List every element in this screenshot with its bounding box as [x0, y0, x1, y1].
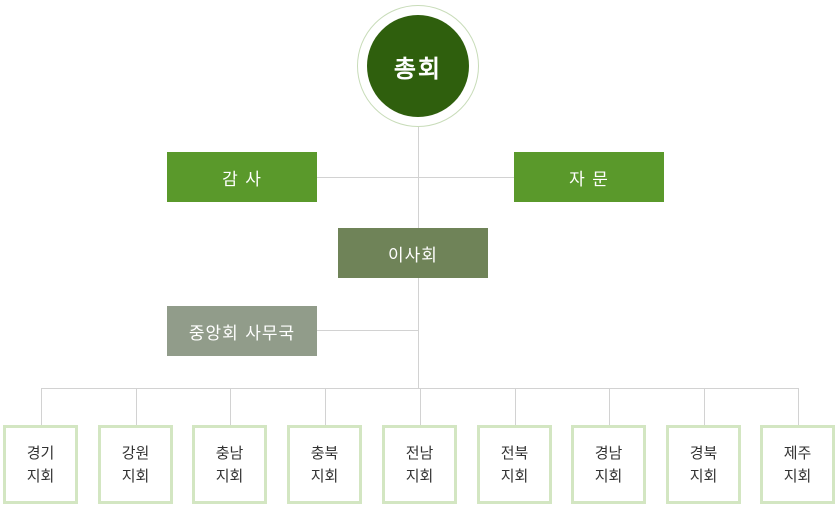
audit-node: 감 사	[167, 152, 317, 202]
branch-node-jeonbuk: 전북 지회	[477, 425, 552, 504]
branch-drop-line	[609, 388, 610, 425]
branch-unit: 지회	[689, 466, 718, 485]
branch-drop-line	[515, 388, 516, 425]
branch-drop-line	[704, 388, 705, 425]
general-assembly-label: 총회	[393, 54, 443, 83]
branch-region: 강원	[121, 443, 150, 462]
branch-node-jeonnam: 전남 지회	[382, 425, 457, 504]
office-connector	[317, 330, 418, 331]
branch-drop-line	[136, 388, 137, 425]
branch-node-gangwon: 강원 지회	[98, 425, 173, 504]
branch-node-gyeongbuk: 경북 지회	[666, 425, 741, 504]
branch-unit: 지회	[405, 466, 434, 485]
branch-unit: 지회	[121, 466, 150, 485]
branch-drop-line	[41, 388, 42, 425]
branch-unit: 지회	[215, 466, 244, 485]
branch-unit: 지회	[26, 466, 55, 485]
general-assembly-node: 총회	[367, 15, 469, 117]
advisory-node: 자 문	[514, 152, 664, 202]
branch-unit: 지회	[500, 466, 529, 485]
board-label: 이사회	[388, 245, 438, 266]
branch-drop-line	[798, 388, 799, 425]
branch-unit: 지회	[783, 466, 812, 485]
branch-region: 경기	[26, 443, 55, 462]
branch-drop-line	[325, 388, 326, 425]
branch-region: 경북	[689, 443, 718, 462]
general-assembly-ring	[357, 5, 479, 127]
branch-drop-line	[420, 388, 421, 425]
branch-node-jeju: 제주 지회	[760, 425, 835, 504]
central-office-label: 중앙회 사무국	[188, 323, 296, 344]
branch-drop-line	[230, 388, 231, 425]
branch-region: 전남	[405, 443, 434, 462]
audit-label: 감 사	[222, 169, 262, 190]
board-node: 이사회	[338, 228, 488, 278]
branch-node-chungbuk: 충북 지회	[287, 425, 362, 504]
central-office-node: 중앙회 사무국	[167, 306, 317, 356]
advisory-label: 자 문	[569, 169, 609, 190]
branch-node-chungnam: 충남 지회	[192, 425, 267, 504]
branch-unit: 지회	[310, 466, 339, 485]
audit-advisory-connector	[317, 177, 514, 178]
branch-region: 전북	[500, 443, 529, 462]
branch-node-gyeongnam: 경남 지회	[571, 425, 646, 504]
branch-region: 충북	[310, 443, 339, 462]
branch-region: 경남	[594, 443, 623, 462]
branch-region: 충남	[215, 443, 244, 462]
branch-node-gyeonggi: 경기 지회	[3, 425, 78, 504]
branch-unit: 지회	[594, 466, 623, 485]
branch-region: 제주	[783, 443, 812, 462]
